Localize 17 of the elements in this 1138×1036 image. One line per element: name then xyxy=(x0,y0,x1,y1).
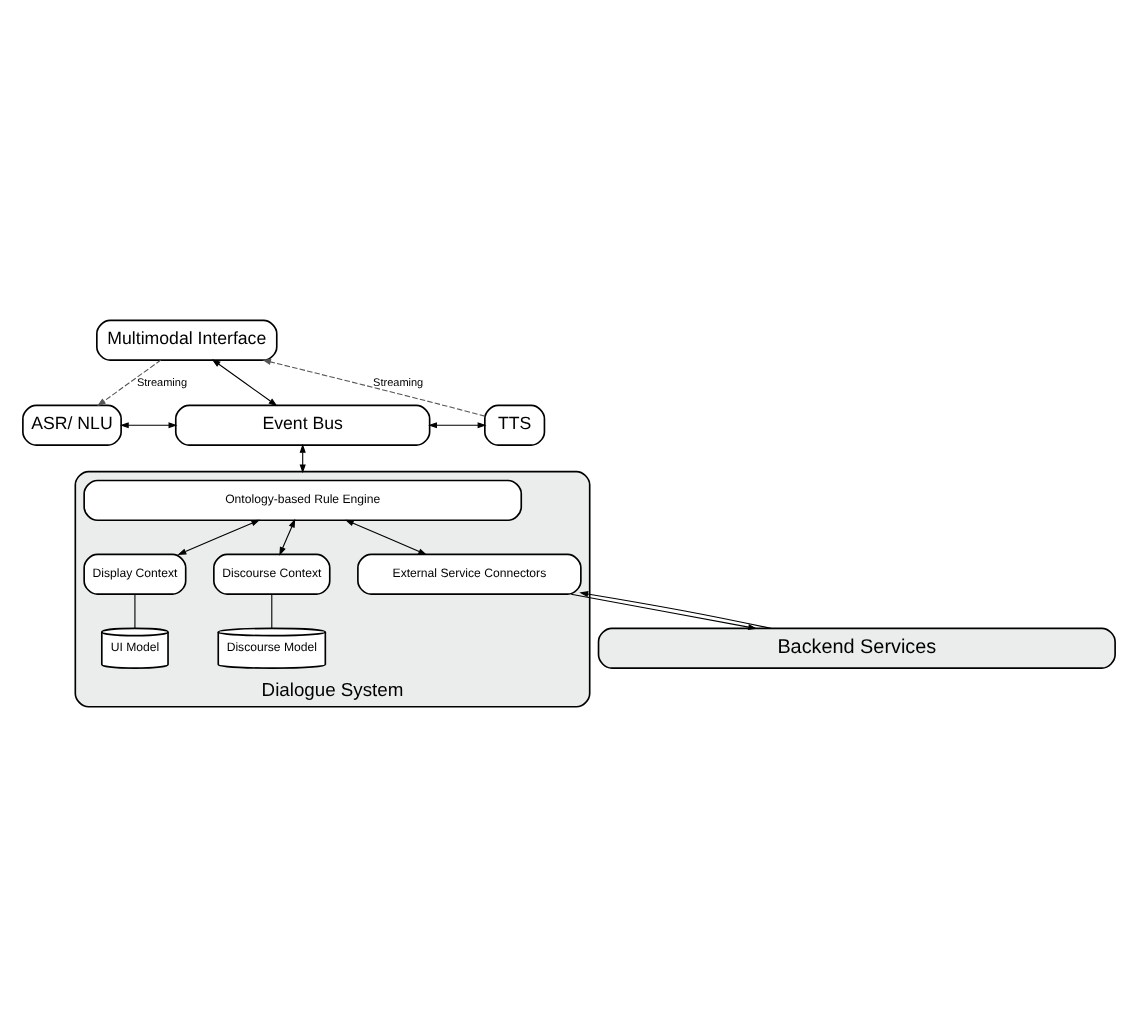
node-box: ASR/ NLU xyxy=(22,404,122,446)
arrow xyxy=(279,518,296,556)
arrow xyxy=(119,422,178,429)
arrow xyxy=(344,519,428,555)
connector xyxy=(134,593,136,629)
node-box: Event Bus xyxy=(174,404,431,446)
node-box: Multimodal Interface xyxy=(96,319,278,361)
connector xyxy=(271,593,273,629)
arrow xyxy=(579,590,772,629)
arrow xyxy=(177,519,261,555)
arrow xyxy=(428,422,487,429)
arrow xyxy=(262,358,486,417)
node-box: TTS xyxy=(484,404,546,446)
node-box: Backend Services xyxy=(597,627,1116,669)
arrow xyxy=(97,359,162,407)
arrow xyxy=(570,593,757,631)
arrow xyxy=(211,359,278,407)
